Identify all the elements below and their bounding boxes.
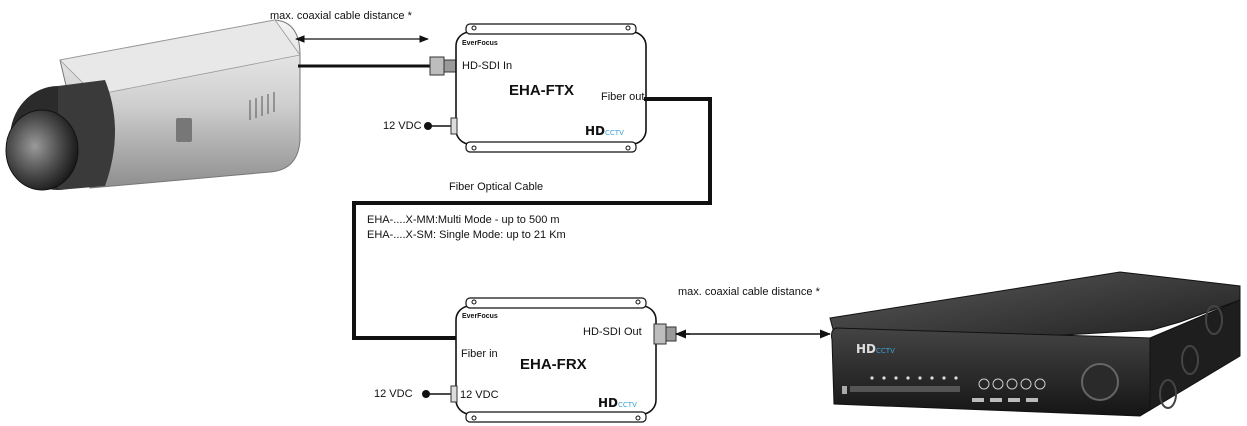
coax-distance-label-bottom: max. coaxial cable distance * (678, 286, 820, 298)
tx-port-in-label: HD-SDI In (462, 60, 513, 72)
rx-port-out-label: HD-SDI Out (583, 326, 642, 338)
multimode-label: EHA-....X-MM:Multi Mode - up to 500 m (367, 214, 560, 226)
rx-brand-label: EverFocus (462, 313, 498, 320)
cctv-logo-text: CCTV (876, 347, 895, 355)
dvr-hdcctv-logo: HDCCTV (856, 342, 895, 356)
tx-port-out-label: Fiber out (601, 91, 645, 103)
tx-model-label: EHA-FTX (509, 82, 574, 99)
dvr-usb-port-icon (842, 386, 847, 394)
camera-logo-icon (176, 118, 192, 142)
rx-port-in-label: Fiber in (461, 348, 498, 360)
receiver-box (455, 297, 657, 423)
cctv-logo-text: CCTV (618, 401, 637, 409)
rx-hdcctv-logo: HDCCTV (598, 396, 637, 410)
dvr-recorder (829, 271, 1241, 417)
power-jack-icon (450, 385, 458, 403)
power-plug-icon (422, 390, 430, 398)
rx-power-port-label: 12 VDC (460, 389, 499, 401)
jog-dial-icon (1081, 363, 1119, 401)
camera-vent-icon (249, 92, 275, 120)
power-label-rx: 12 VDC (374, 388, 413, 400)
power-jack-icon (450, 117, 458, 135)
camera (5, 19, 301, 191)
rx-model-label: EHA-FRX (520, 356, 587, 373)
power-label-tx: 12 VDC (383, 120, 422, 132)
hd-logo-text: HD (598, 396, 619, 410)
tx-brand-label: EverFocus (462, 40, 498, 47)
power-plug-icon (424, 122, 432, 130)
singlemode-label: EHA-....X-SM: Single Mode: up to 21 Km (367, 229, 566, 241)
hd-logo-text: HD (585, 124, 606, 138)
tx-hdcctv-logo: HDCCTV (585, 124, 624, 138)
bnc-connector-icon (653, 323, 677, 345)
fiber-optical-cable (352, 97, 712, 340)
hd-logo-text: HD (856, 342, 877, 356)
cctv-logo-text: CCTV (605, 129, 624, 137)
transmitter-box (455, 23, 647, 153)
bnc-connector-icon (429, 56, 457, 76)
dvr-side-vents-icon (1159, 305, 1223, 409)
coax-distance-label-top: max. coaxial cable distance * (270, 10, 412, 22)
fiber-cable-label: Fiber Optical Cable (449, 181, 544, 193)
